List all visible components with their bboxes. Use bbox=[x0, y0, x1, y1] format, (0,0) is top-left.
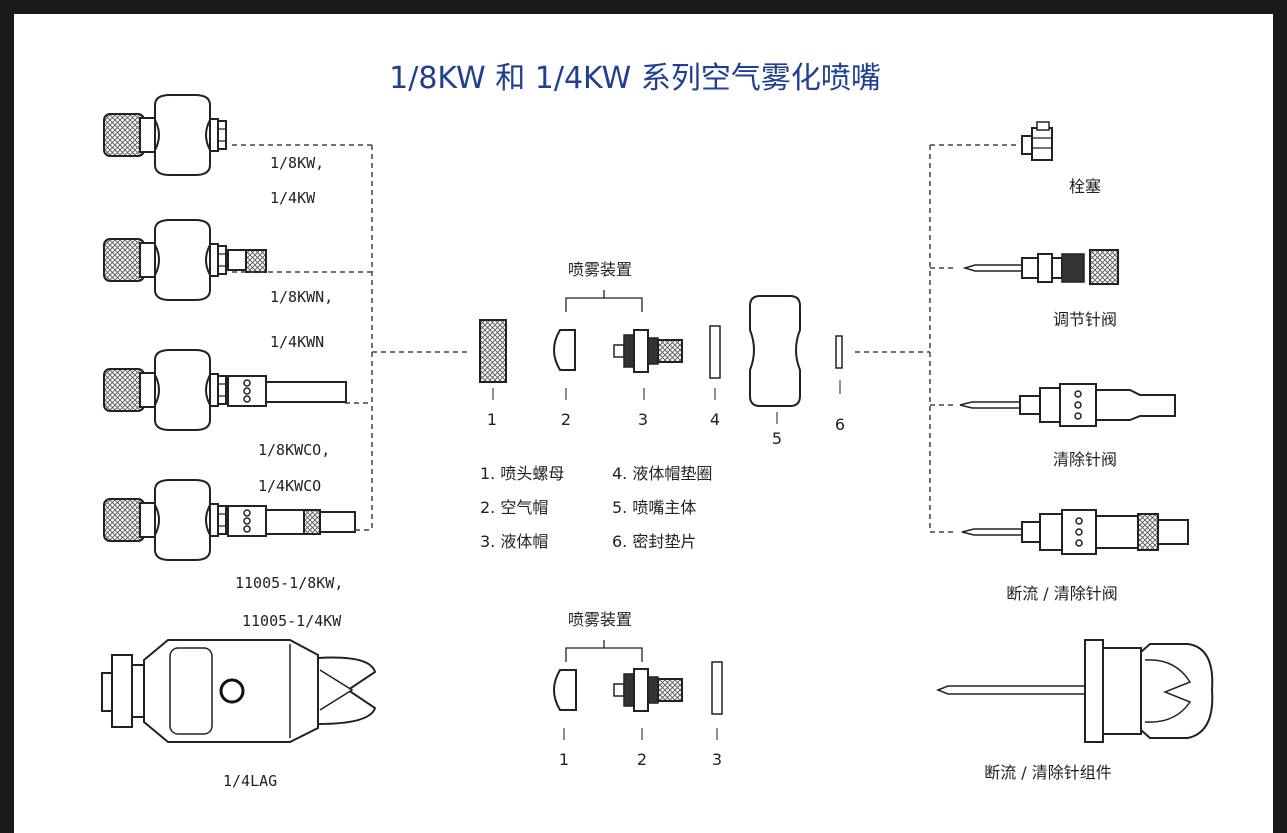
nozzle-label-1: 1/8KW, bbox=[270, 154, 324, 172]
lag-part-1-air-cap bbox=[553, 669, 577, 740]
left-connectors bbox=[232, 144, 470, 531]
legend-item-2: 2. 空气帽 bbox=[480, 498, 548, 517]
lag-part-3-gasket bbox=[711, 661, 723, 740]
option-cleanout-needle bbox=[959, 383, 1176, 427]
lag-part-number-3: 3 bbox=[712, 750, 722, 769]
spray-setup-label-bottom: 喷雾装置 bbox=[568, 610, 632, 629]
part-number-6: 6 bbox=[835, 415, 845, 434]
nozzle-1-8kwn bbox=[103, 219, 267, 301]
part-number-1: 1 bbox=[487, 410, 497, 429]
lag-part-number-2: 2 bbox=[637, 750, 647, 769]
part-2-air-cap bbox=[553, 329, 576, 400]
part-number-3: 3 bbox=[638, 410, 648, 429]
page-title: 1/8KW 和 1/4KW 系列空气雾化喷嘴 bbox=[389, 61, 881, 96]
parts-legend: 1. 喷头螺母 2. 空气帽 3. 液体帽 4. 液体帽垫圈 5. 喷嘴主体 6… bbox=[480, 464, 712, 551]
nozzle-1-8kwco bbox=[103, 349, 347, 431]
spray-setup-bracket-bottom bbox=[565, 640, 643, 662]
nozzle-label-5: 1/4LAG bbox=[223, 772, 277, 790]
part-6-seal bbox=[835, 335, 843, 394]
part-number-5: 5 bbox=[772, 429, 782, 448]
part-5-body bbox=[749, 295, 801, 424]
spray-setup-bracket bbox=[565, 290, 643, 312]
option-shutoff-assembly bbox=[935, 639, 1214, 743]
legend-item-4: 4. 液体帽垫圈 bbox=[612, 464, 712, 483]
legend-item-5: 5. 喷嘴主体 bbox=[612, 498, 696, 517]
option-label-cleanout: 清除针阀 bbox=[1053, 450, 1117, 469]
nozzle-label-3: 1/8KWCO, bbox=[258, 441, 330, 459]
part-number-4: 4 bbox=[710, 410, 720, 429]
nozzle-1-8kw bbox=[103, 94, 227, 176]
part-1-nut bbox=[479, 319, 507, 400]
option-adjusting-needle bbox=[962, 249, 1119, 285]
lag-part-2-fluid-cap bbox=[613, 668, 683, 740]
right-connectors bbox=[855, 144, 1018, 533]
part-4-gasket bbox=[709, 325, 721, 400]
lag-part-number-1: 1 bbox=[559, 750, 569, 769]
part-number-2: 2 bbox=[561, 410, 571, 429]
nozzle-label-2: 1/8KWN, bbox=[270, 288, 333, 306]
nozzle-label-4: 11005-1/8KW, bbox=[235, 574, 343, 592]
legend-item-3: 3. 液体帽 bbox=[480, 532, 548, 551]
nozzle-label-4b: 11005-1/4KW bbox=[242, 612, 342, 630]
option-label-shutoff: 断流 / 清除针阀 bbox=[1006, 584, 1118, 603]
option-label-plug: 栓塞 bbox=[1069, 177, 1101, 196]
option-label-adjusting: 调节针阀 bbox=[1053, 310, 1117, 329]
part-3-fluid-cap bbox=[613, 329, 683, 400]
nozzle-label-2b: 1/4KWN bbox=[270, 333, 324, 351]
nozzle-label-1b: 1/4KW bbox=[270, 189, 316, 207]
nozzle-1-4lag bbox=[101, 639, 377, 743]
nozzle-11005 bbox=[103, 479, 356, 561]
legend-item-1: 1. 喷头螺母 bbox=[480, 464, 564, 483]
spray-setup-label: 喷雾装置 bbox=[568, 260, 632, 279]
legend-item-6: 6. 密封垫片 bbox=[612, 532, 696, 551]
option-label-assembly: 断流 / 清除针组件 bbox=[984, 763, 1112, 782]
option-shutoff-cleanout-needle bbox=[961, 509, 1189, 555]
nozzle-label-3b: 1/4KWCO bbox=[258, 477, 321, 495]
option-plug bbox=[1021, 121, 1053, 161]
